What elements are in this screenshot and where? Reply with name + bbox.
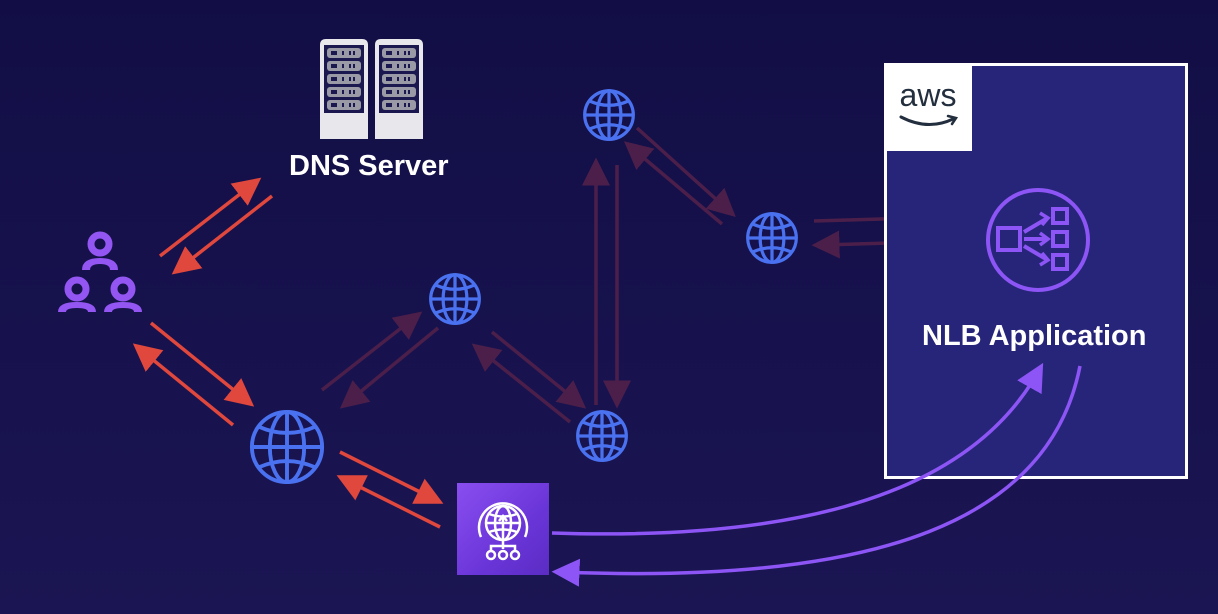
arrow-faded-8 (623, 141, 724, 226)
arrow-faded-2 (339, 326, 440, 409)
globe-icon (583, 89, 635, 141)
load-balancer-icon (986, 188, 1090, 292)
arrow-users-to-dns (158, 177, 262, 258)
aws-logo: aws (884, 63, 972, 151)
globe-icon (746, 212, 798, 264)
arrow-faded-4 (471, 343, 572, 424)
arrow-accelerator-to-nlb (551, 362, 1044, 536)
arrow-nlb-to-accelerator (551, 365, 1082, 587)
arrow-faded-1 (320, 311, 423, 392)
global-accelerator-icon (477, 502, 529, 561)
aws-smile-icon (899, 114, 959, 126)
server-rack-icon (320, 39, 423, 139)
globe-icon (576, 410, 628, 462)
arrow-dns-to-users (171, 194, 274, 275)
arrow-users-to-globe (149, 321, 255, 407)
globe-icon (249, 409, 325, 485)
arrow-faded-3 (490, 330, 587, 409)
users-group-icon (58, 231, 142, 312)
arrow-accelerator-to-globe (336, 475, 441, 529)
dns-server-label: DNS Server (289, 150, 449, 182)
globe-icon (429, 273, 481, 325)
arrow-globe-to-users (132, 343, 235, 427)
global-accelerator-node (457, 483, 549, 575)
aws-logo-text: aws (899, 77, 957, 113)
arrow-globe-to-accelerator (339, 450, 444, 504)
nlb-application-label: NLB Application (922, 320, 1147, 352)
